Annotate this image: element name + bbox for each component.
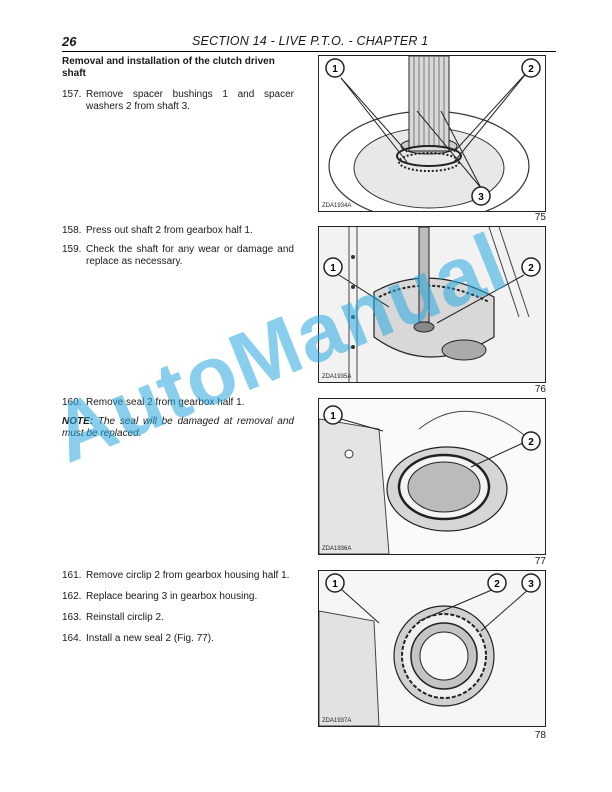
callout-3-marker bbox=[521, 573, 541, 593]
step-159: 159. Check the shaft for any wear or dam… bbox=[62, 244, 294, 268]
note-label: NOTE: bbox=[62, 416, 94, 427]
callout-3-marker bbox=[471, 186, 491, 206]
figure-75: 1 2 3 ZDA1934A bbox=[318, 55, 546, 212]
step-157: 157. Remove spacer bushings 1 and spacer… bbox=[62, 89, 294, 113]
step-text: Remove circlip 2 from gearbox housing ha… bbox=[86, 570, 290, 581]
note-text: The seal will be damaged at removal and … bbox=[62, 416, 294, 439]
gearbox-press-illustration: 1 2 bbox=[319, 227, 545, 382]
seal-illustration: 1 2 bbox=[319, 399, 545, 554]
step-text: Install a new seal 2 (Fig. 77). bbox=[86, 633, 214, 644]
figure-code: ZDA1935A bbox=[322, 374, 352, 380]
text-block-seal: 160. Remove seal 2 from gearbox half 1. … bbox=[62, 397, 294, 440]
callout-2-marker bbox=[487, 573, 507, 593]
callout-2: 2 bbox=[528, 263, 534, 274]
page-number: 26 bbox=[62, 34, 77, 49]
callout-2-marker bbox=[521, 58, 541, 78]
shaft-illustration: 1 2 3 bbox=[325, 56, 541, 211]
callout-1-marker bbox=[325, 573, 345, 593]
note: NOTE: The seal will be damaged at remova… bbox=[62, 416, 294, 440]
callout-2-marker bbox=[521, 431, 541, 451]
text-block-removal: Removal and installation of the clutch d… bbox=[62, 56, 294, 120]
step-text: Check the shaft for any wear or damage a… bbox=[86, 244, 294, 267]
step-160: 160. Remove seal 2 from gearbox half 1. bbox=[62, 397, 294, 409]
callout-1: 1 bbox=[330, 263, 336, 274]
figure-76: 1 2 ZDA1935A bbox=[318, 226, 546, 383]
step-number: 161. bbox=[62, 570, 82, 581]
callout-2-marker bbox=[521, 257, 541, 277]
bearing-illustration: 1 2 3 bbox=[319, 571, 545, 726]
step-text: Remove seal 2 from gearbox half 1. bbox=[86, 397, 245, 408]
step-164: 164. Install a new seal 2 (Fig. 77). bbox=[62, 633, 294, 645]
step-number: 158. bbox=[62, 225, 82, 236]
step-number: 159. bbox=[62, 244, 82, 255]
header-rule bbox=[62, 51, 556, 52]
figure-number: 76 bbox=[534, 384, 546, 395]
step-161: 161. Remove circlip 2 from gearbox housi… bbox=[62, 570, 294, 582]
callout-2: 2 bbox=[528, 437, 534, 448]
step-162: 162. Replace bearing 3 in gearbox housin… bbox=[62, 591, 294, 603]
figure-77: 1 2 ZDA1936A bbox=[318, 398, 546, 555]
step-number: 157. bbox=[62, 89, 82, 100]
figure-number: 77 bbox=[534, 556, 546, 567]
figure-code: ZDA1936A bbox=[322, 546, 352, 552]
callout-3: 3 bbox=[478, 192, 484, 203]
figure-code: ZDA1937A bbox=[322, 718, 352, 724]
callout-1-marker bbox=[323, 405, 343, 425]
step-158: 158. Press out shaft 2 from gearbox half… bbox=[62, 225, 294, 237]
text-block-bearing: 161. Remove circlip 2 from gearbox housi… bbox=[62, 570, 294, 652]
callout-1: 1 bbox=[332, 579, 338, 590]
callout-1: 1 bbox=[330, 411, 336, 422]
procedure-heading: Removal and installation of the clutch d… bbox=[62, 56, 275, 79]
step-text: Reinstall circlip 2. bbox=[86, 612, 164, 623]
step-number: 163. bbox=[62, 612, 82, 623]
text-block-shaft: 158. Press out shaft 2 from gearbox half… bbox=[62, 225, 294, 275]
callout-3: 3 bbox=[528, 579, 534, 590]
callout-1-marker bbox=[323, 257, 343, 277]
figure-number: 78 bbox=[534, 730, 546, 741]
callout-2: 2 bbox=[494, 579, 500, 590]
step-number: 162. bbox=[62, 591, 82, 602]
step-163: 163. Reinstall circlip 2. bbox=[62, 612, 294, 624]
callout-1: 1 bbox=[332, 64, 338, 75]
step-text: Remove spacer bushings 1 and spacer wash… bbox=[86, 89, 294, 112]
step-text: Replace bearing 3 in gearbox housing. bbox=[86, 591, 258, 602]
callout-1-marker bbox=[325, 58, 345, 78]
step-number: 164. bbox=[62, 633, 82, 644]
step-text: Press out shaft 2 from gearbox half 1. bbox=[86, 225, 253, 236]
figure-code: ZDA1934A bbox=[322, 203, 352, 209]
figure-78: 1 2 3 ZDA1937A bbox=[318, 570, 546, 727]
callout-2: 2 bbox=[528, 64, 534, 75]
step-number: 160. bbox=[62, 397, 82, 408]
page-header: 26 SECTION 14 - LIVE P.T.O. - CHAPTER 1 bbox=[62, 34, 556, 50]
section-title: SECTION 14 - LIVE P.T.O. - CHAPTER 1 bbox=[192, 34, 429, 48]
figure-number: 75 bbox=[534, 212, 546, 223]
